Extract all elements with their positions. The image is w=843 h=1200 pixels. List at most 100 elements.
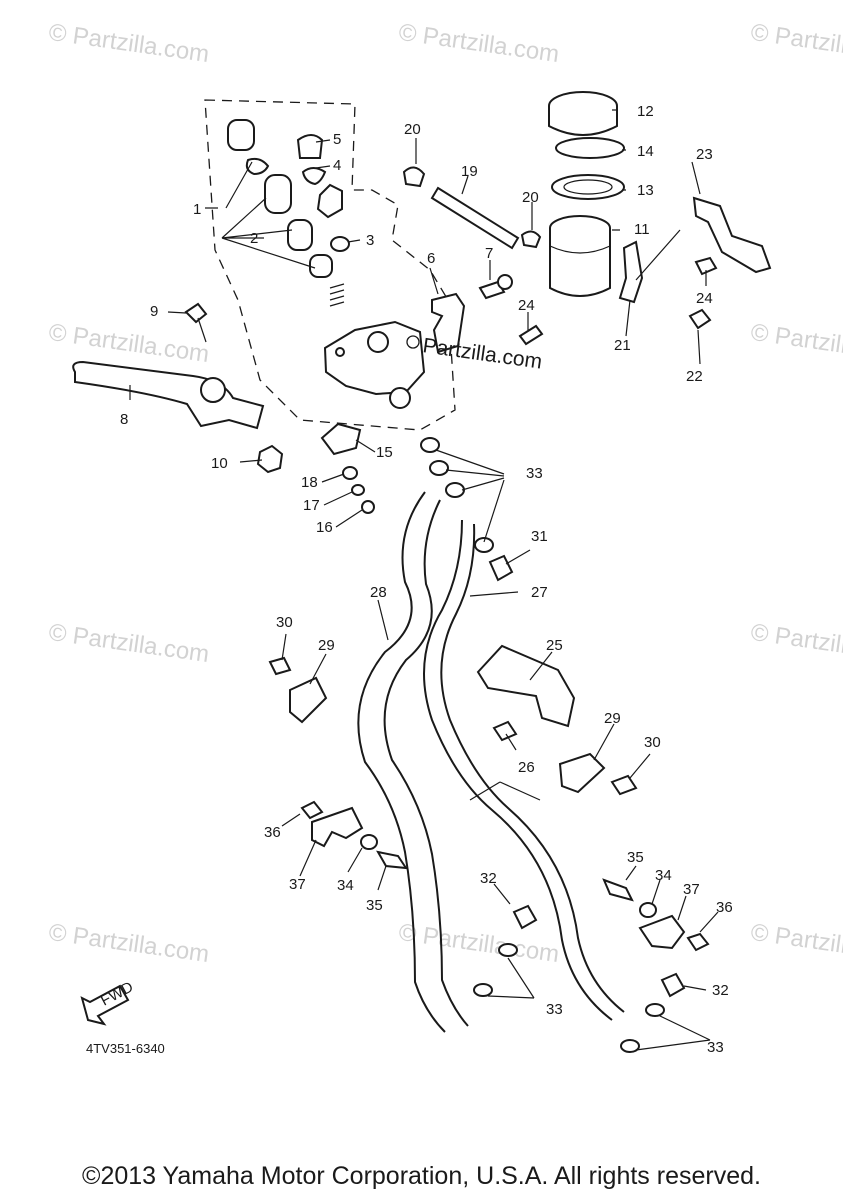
spring <box>329 283 345 307</box>
brake-hose-right <box>423 519 625 1021</box>
callout-1: 1 <box>193 201 201 218</box>
hose-clamp <box>289 676 328 724</box>
brake-switch <box>320 422 362 456</box>
callout-24a: 24 <box>518 297 535 314</box>
callout-36b: 36 <box>716 899 733 916</box>
callout-3: 3 <box>366 232 374 249</box>
hose-holder <box>638 914 686 950</box>
copyright-symbol-icon <box>406 335 420 349</box>
switch-spring-washer <box>351 484 365 496</box>
callout-20b: 20 <box>522 189 539 206</box>
callout-37a: 37 <box>289 876 306 893</box>
union-bolt <box>488 554 514 582</box>
o-ring <box>330 236 350 252</box>
union-bolt <box>660 972 686 998</box>
copper-washer <box>420 437 440 453</box>
hose-guide-bracket <box>476 644 576 728</box>
callout-22: 22 <box>686 368 703 385</box>
callout-24b: 24 <box>696 290 713 307</box>
master-cylinder-body <box>323 320 426 409</box>
lever-nut <box>256 444 284 474</box>
callout-20a: 20 <box>404 121 421 138</box>
callout-18: 18 <box>301 474 318 491</box>
holder-bolt <box>686 932 710 952</box>
callout-17: 17 <box>303 497 320 514</box>
callout-33c: 33 <box>707 1039 724 1056</box>
callout-34a: 34 <box>337 877 354 894</box>
leader-lines <box>129 109 719 1051</box>
bracket-bolt <box>492 720 518 742</box>
bracket-bolt <box>688 308 712 330</box>
callout-23: 23 <box>696 146 713 163</box>
reservoir-hose <box>430 186 520 250</box>
switch-washer <box>342 466 358 480</box>
callout-13: 13 <box>637 182 654 199</box>
callout-32a: 32 <box>480 870 497 887</box>
fwd-arrow-icon: FWD <box>80 978 136 1026</box>
master-cylinder-holder <box>431 292 466 354</box>
callout-19: 19 <box>461 163 478 180</box>
copper-washer <box>474 537 494 553</box>
collar <box>360 834 378 850</box>
callout-30b: 30 <box>644 734 661 751</box>
callout-25: 25 <box>546 637 563 654</box>
lever-pivot-bolt <box>184 302 208 343</box>
kit-boundary-dashed <box>204 99 456 431</box>
callout-15: 15 <box>376 444 393 461</box>
reservoir-diaphragm <box>555 137 625 159</box>
hose-clamp <box>558 752 606 794</box>
callout-29b: 29 <box>604 710 621 727</box>
bracket-cover <box>692 196 772 274</box>
callout-5: 5 <box>333 131 341 148</box>
diaphragm-holder <box>551 174 625 200</box>
holder-bolt <box>478 274 513 300</box>
copper-washer <box>473 983 493 997</box>
callout-35a: 35 <box>366 897 383 914</box>
hose-holder <box>311 806 364 848</box>
callout-37b: 37 <box>683 881 700 898</box>
copper-washer <box>620 1039 640 1053</box>
reservoir-screw <box>518 324 544 346</box>
copper-washer <box>445 482 465 498</box>
hose-clip <box>402 166 426 188</box>
brake-lever <box>72 360 265 430</box>
callout-35b: 35 <box>627 849 644 866</box>
hose-clip <box>520 230 542 249</box>
diaphragm-boot <box>296 134 324 159</box>
holder-bolt <box>376 850 409 870</box>
piston <box>264 174 292 214</box>
piston-cup <box>287 219 313 251</box>
callout-27: 27 <box>531 584 548 601</box>
callout-31: 31 <box>531 528 548 545</box>
union-bolt <box>512 904 538 930</box>
callout-2: 2 <box>250 230 258 247</box>
copper-washer <box>498 943 518 957</box>
reservoir-tank <box>549 215 611 297</box>
clamp-bolt <box>268 656 292 676</box>
clip <box>301 167 327 186</box>
callout-9: 9 <box>150 303 158 320</box>
callout-14: 14 <box>637 143 654 160</box>
callout-29a: 29 <box>318 637 335 654</box>
callout-16: 16 <box>316 519 333 536</box>
callout-26: 26 <box>518 759 535 776</box>
callout-6: 6 <box>427 250 435 267</box>
holder-bolt <box>300 800 324 820</box>
callout-33b: 33 <box>546 1001 563 1018</box>
copper-washer <box>645 1003 665 1017</box>
switch-screw <box>361 500 375 514</box>
brake-hose-left <box>357 491 469 1033</box>
piston-cup-top <box>227 119 255 151</box>
callout-33a: 33 <box>526 465 543 482</box>
callout-labels: 1 2 3 4 5 6 7 8 9 10 11 12 13 14 15 16 1… <box>120 103 733 1056</box>
callout-8: 8 <box>120 411 128 428</box>
callout-12: 12 <box>637 103 654 120</box>
copper-washer <box>429 460 449 476</box>
copyright-notice: ©2013 Yamaha Motor Corporation, U.S.A. A… <box>82 1162 761 1190</box>
callout-32b: 32 <box>712 982 729 999</box>
reservoir-screw <box>694 256 718 276</box>
callout-4: 4 <box>333 157 341 174</box>
callout-36a: 36 <box>264 824 281 841</box>
callout-11: 11 <box>634 221 650 238</box>
